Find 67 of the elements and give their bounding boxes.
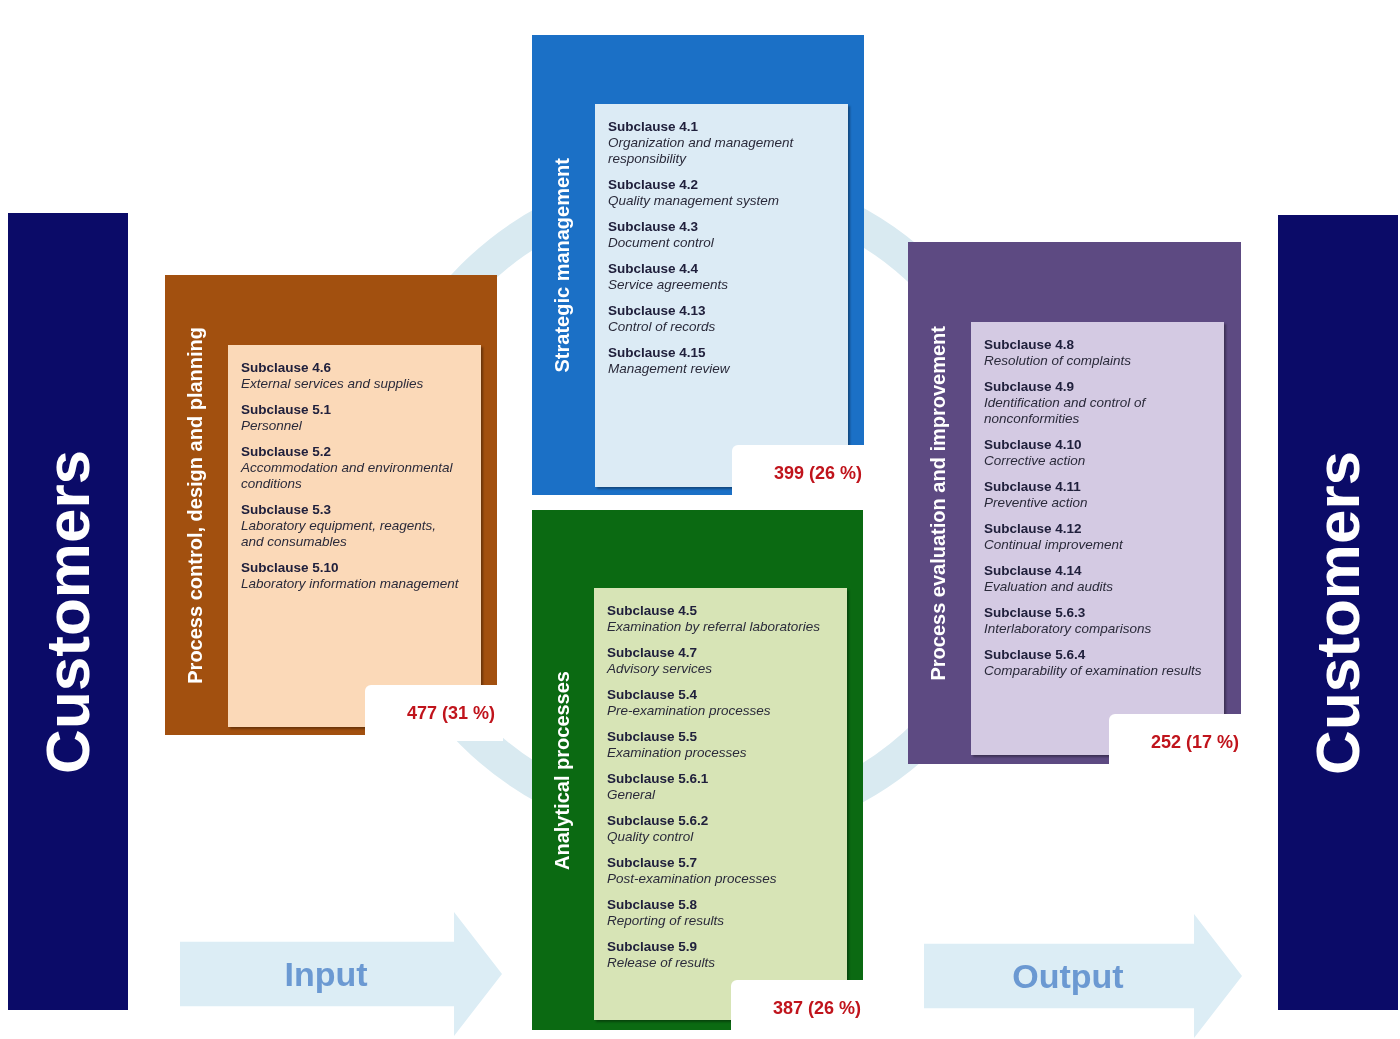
bar-label: Customers [37,449,99,774]
subclause-title: Accommodation and environmental conditions [241,460,454,492]
subclause-title: Release of results [607,955,717,971]
subclause-number: Subclause 5.5 [607,728,699,745]
subclause-title: Quality control [607,829,695,845]
subclause-title: Preventive action [984,495,1089,511]
section-heading: Process control, design and planning [185,326,205,684]
subclause-number: Subclause 5.9 [607,938,699,955]
subclause-title: Evaluation and audits [984,579,1115,595]
subclause-title: Comparability of examination results [984,663,1202,679]
subclause-number: Subclause 4.9 [984,378,1076,395]
section-heading: Process evaluation and improvement [928,325,948,681]
subclause-number: Subclause 4.11 [984,478,1082,495]
subclause-number: Subclause 4.12 [984,520,1083,537]
arrow-label: Output [1012,959,1124,993]
subclause-number: Subclause 4.6 [241,359,333,376]
subclause-number: Subclause 5.6.3 [984,604,1087,621]
subclause-title: Continual improvement [984,537,1124,553]
subclause-number: Subclause 5.7 [607,854,699,871]
subclause-number: Subclause 4.4 [608,260,700,277]
subclause-number: Subclause 5.2 [241,443,333,460]
customers-bar [8,213,128,1010]
subclause-number: Subclause 5.10 [241,559,340,576]
section-heading: Analytical processes [552,670,572,870]
subclause-number: Subclause 5.8 [607,896,699,913]
subclause-title: Identification and control of nonconformities [984,395,1148,427]
subclause-title: Organization and management responsibility [608,135,795,167]
subclause-title: Laboratory equipment, reagents, and consumables [241,518,438,550]
subclause-title: Personnel [241,418,303,434]
subclause-title: Resolution of complaints [984,353,1133,369]
subclause-number: Subclause 4.3 [608,218,700,235]
subclause-title: Post-examination processes [607,871,778,887]
subclause-title: Interlaboratory comparisons [984,621,1153,637]
subclause-number: Subclause 5.4 [607,686,699,703]
subclause-number: Subclause 5.6.4 [984,646,1087,663]
subclause-title: Pre-examination processes [607,703,772,719]
subclause-title: Advisory services [607,661,714,677]
subclause-number: Subclause 4.14 [984,562,1083,579]
subclause-title: Corrective action [984,453,1087,469]
subclause-number: Subclause 4.1 [608,118,700,135]
subclause-title: Examination processes [607,745,748,761]
count-label: 477 (31 %) [365,685,503,741]
subclause-number: Subclause 5.6.2 [607,812,710,829]
subclause-number: Subclause 5.3 [241,501,333,518]
bar-label: Customers [1307,450,1369,775]
subclause-number: Subclause 4.2 [608,176,700,193]
subclause-title: Control of records [608,319,717,335]
arrow-label: Input [284,957,368,991]
subclause-title: Management review [608,361,731,377]
subclause-title: Reporting of results [607,913,726,929]
subclause-number: Subclause 4.13 [608,302,707,319]
subclause-title: Document control [608,235,715,251]
subclause-number: Subclause 4.15 [608,344,707,361]
subclause-title: Service agreements [608,277,730,293]
subclause-number: Subclause 4.8 [984,336,1076,353]
subclause-title: External services and supplies [241,376,425,392]
subclause-number: Subclause 5.1 [241,401,333,418]
subclause-title: Laboratory information management [241,576,459,592]
subclause-title: General [607,787,657,803]
subclause-number: Subclause 4.5 [607,602,699,619]
customers-bar [1278,215,1398,1010]
subclause-title: Quality management system [608,193,781,209]
section-heading: Strategic management [552,157,572,373]
subclause-number: Subclause 4.7 [607,644,699,661]
subclause-number: Subclause 5.6.1 [607,770,710,787]
subclause-title: Examination by referral laboratories [607,619,822,635]
subclause-number: Subclause 4.10 [984,436,1083,453]
